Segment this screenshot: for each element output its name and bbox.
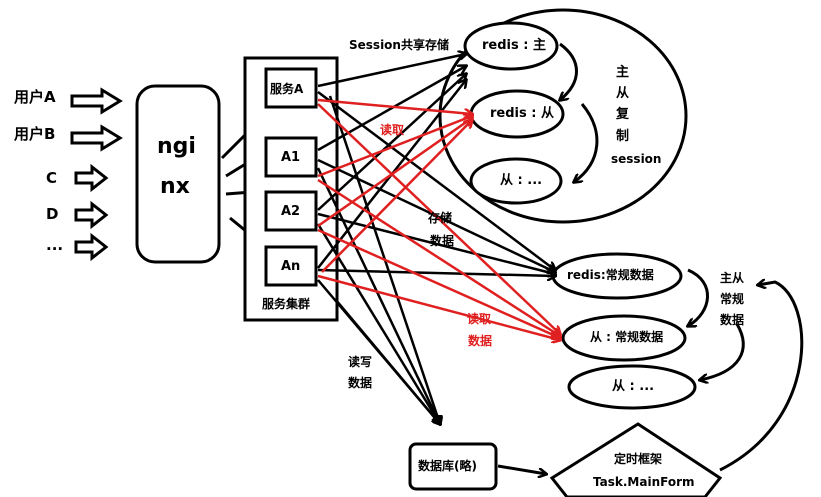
store-label-1: 存储	[428, 211, 453, 225]
session-slave-more-node	[469, 157, 563, 205]
user-more-arrow	[74, 232, 109, 262]
nginx-label-line2: nx	[160, 174, 190, 199]
user-b-label: 用户B	[14, 125, 56, 143]
user-more-label: ...	[46, 236, 64, 254]
user-arrows	[70, 87, 123, 262]
user-a-label: 用户A	[14, 88, 56, 106]
db-to-timer-arrow	[497, 464, 546, 474]
readwrite-label-1: 读写	[348, 355, 373, 369]
timer-sync-arrow	[719, 282, 804, 472]
service-an-box	[264, 245, 318, 287]
service-a2-box	[264, 190, 318, 232]
service-a1-label: A1	[281, 150, 301, 165]
session-storage-label: Session共享存储	[349, 38, 449, 52]
nginx-label-line1: ngi	[157, 134, 196, 159]
store-label-2: 数据	[430, 234, 455, 248]
timer-label-line1: 定时框架	[614, 452, 663, 466]
common-replication-label-2: 常规	[720, 292, 745, 306]
user-c-label: C	[46, 169, 58, 187]
service-a-box	[264, 67, 318, 109]
timer-diamond	[549, 422, 723, 497]
redis-master-node	[463, 21, 559, 71]
common-slave-more-label: 从 : ...	[612, 379, 655, 394]
redis-master-label: redis : 主	[482, 38, 546, 53]
session-replication-label-4: 制	[616, 129, 630, 144]
service-cluster-label: 服务集群	[262, 297, 311, 311]
session-replication-label-1: 主	[616, 65, 630, 80]
session-slave-more-label: 从 : ...	[500, 173, 543, 188]
common-slave-more-node	[567, 364, 697, 410]
service-a2-label: A2	[281, 204, 301, 219]
user-d-arrow	[74, 200, 109, 230]
user-c-arrow	[74, 163, 109, 193]
session-replication-arrow-2	[574, 103, 599, 182]
common-replication-arrow-1	[688, 268, 709, 326]
redis-slave-label: redis : 从	[490, 106, 554, 121]
read-label-1: 读取	[380, 123, 405, 137]
common-replication-label-1: 主从	[720, 271, 745, 285]
common-replication-arrow-2	[700, 323, 745, 380]
service-a1-box	[264, 136, 318, 178]
read-label-3: 数据	[468, 334, 493, 348]
service-an-label: An	[281, 259, 301, 274]
session-replication-label-3: 复	[616, 107, 630, 122]
database-label: 数据库(略)	[418, 459, 477, 473]
session-replication-label-2: 从	[616, 86, 630, 101]
user-d-label: D	[46, 205, 59, 223]
nginx-box	[135, 84, 221, 264]
common-replication-label-3: 数据	[720, 313, 745, 327]
session-replication-label-5: session	[611, 152, 662, 166]
database-box	[408, 442, 498, 491]
common-slave-label: 从 : 常规数据	[590, 330, 664, 344]
redis-common-label: redis:常规数据	[567, 268, 654, 282]
read-label-2: 读取	[467, 312, 492, 326]
readwrite-label-2: 数据	[348, 376, 373, 390]
session-replication-arrow-1	[560, 42, 578, 100]
session-storage-circle	[438, 8, 688, 224]
user-b-arrow	[70, 124, 123, 152]
timer-label-line2: Task.MainForm	[593, 475, 695, 489]
service-a-label: 服务A	[270, 82, 304, 96]
read-arrows	[317, 98, 560, 340]
user-a-arrow	[70, 87, 123, 115]
